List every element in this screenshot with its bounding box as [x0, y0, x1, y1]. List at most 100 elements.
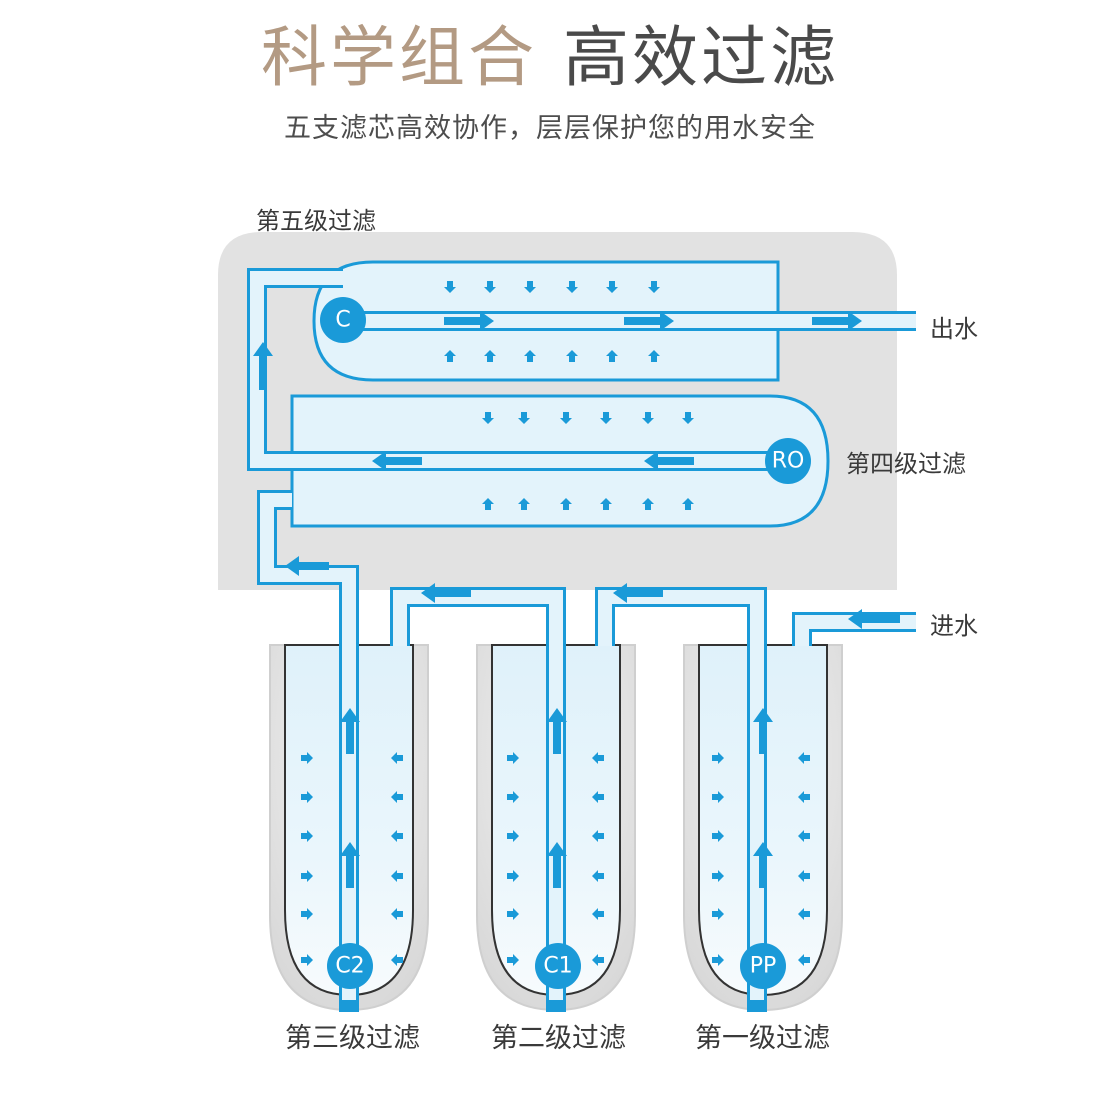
- flow-dot-arrow: [444, 350, 456, 362]
- flow-arrow: [812, 311, 862, 331]
- filter-badge-c2: C2: [327, 943, 373, 989]
- flow-dot-arrow: [507, 830, 519, 842]
- flow-dot-arrow: [798, 752, 810, 764]
- filter-badge-c1: C1: [535, 943, 581, 989]
- flow-dot-arrow: [507, 870, 519, 882]
- flow-dot-arrow: [682, 412, 694, 424]
- flow-dot-arrow: [560, 498, 572, 510]
- label-stage3: 第三级过滤: [285, 1023, 420, 1054]
- label-water-out: 出水: [930, 315, 978, 343]
- flow-dot-arrow: [712, 752, 724, 764]
- label-stage2: 第二级过滤: [491, 1023, 626, 1054]
- flow-arrow: [613, 583, 663, 603]
- flow-dot-arrow: [518, 498, 530, 510]
- flow-dot-arrow: [798, 791, 810, 803]
- flow-dot-arrow: [712, 791, 724, 803]
- flow-dot-arrow: [566, 281, 578, 293]
- flow-dot-arrow: [301, 908, 313, 920]
- flow-dot-arrow: [444, 281, 456, 293]
- flow-dot-arrow: [592, 752, 604, 764]
- flow-arrow: [285, 556, 329, 576]
- flow-dot-arrow: [712, 870, 724, 882]
- flow-arrow: [421, 583, 471, 603]
- filter-badge-c: C: [320, 297, 366, 343]
- flow-dot-arrow: [301, 870, 313, 882]
- flow-dot-arrow: [682, 498, 694, 510]
- flow-dot-arrow: [600, 412, 612, 424]
- flow-dot-arrow: [592, 870, 604, 882]
- filter-badge-c1-text: C1: [543, 954, 572, 979]
- flow-dot-arrow: [712, 908, 724, 920]
- flow-arrow: [848, 609, 900, 629]
- label-stage5: 第五级过滤: [256, 207, 376, 235]
- label-stage4: 第四级过滤: [846, 450, 966, 478]
- flow-dot-arrow: [798, 954, 810, 966]
- filter-badge-pp-text: PP: [750, 954, 777, 979]
- filter-badge-ro: RO: [765, 438, 811, 484]
- flow-dot-arrow: [524, 350, 536, 362]
- flow-dot-arrow: [606, 281, 618, 293]
- page-title: 科学组合高效过滤: [0, 18, 1100, 98]
- flow-dot-arrow: [592, 791, 604, 803]
- flow-dot-arrow: [648, 350, 660, 362]
- flow-dot-arrow: [798, 870, 810, 882]
- flow-dot-arrow: [301, 954, 313, 966]
- flow-arrow: [444, 311, 494, 331]
- flow-dot-arrow: [391, 870, 403, 882]
- filter-badge-ro-text: RO: [772, 449, 805, 474]
- flow-dot-arrow: [566, 350, 578, 362]
- flow-arrow: [547, 842, 567, 888]
- flow-dot-arrow: [592, 908, 604, 920]
- filter-badge-pp: PP: [740, 943, 786, 989]
- flow-dot-arrow: [798, 830, 810, 842]
- flow-dot-arrow: [592, 954, 604, 966]
- flow-dot-arrow: [712, 954, 724, 966]
- flow-big-arrows: [253, 311, 900, 888]
- flow-dot-arrow: [592, 830, 604, 842]
- page-subtitle: 五支滤芯高效协作，层层保护您的用水安全: [284, 113, 816, 144]
- flow-dot-arrow: [642, 498, 654, 510]
- flow-dot-arrows: [301, 281, 810, 966]
- flow-dot-arrow: [507, 908, 519, 920]
- label-stage1: 第一级过滤: [695, 1023, 830, 1054]
- flow-dot-arrow: [606, 350, 618, 362]
- flow-dot-arrow: [484, 350, 496, 362]
- flow-dot-arrow: [507, 752, 519, 764]
- flow-dot-arrow: [482, 412, 494, 424]
- flow-arrow: [340, 842, 360, 888]
- flow-dot-arrow: [301, 830, 313, 842]
- flow-dot-arrow: [507, 791, 519, 803]
- filter-badge-c-text: C: [335, 308, 350, 333]
- flow-dot-arrow: [391, 954, 403, 966]
- flow-arrow: [753, 708, 773, 754]
- flow-arrow: [624, 311, 674, 331]
- flow-arrow: [547, 708, 567, 754]
- flow-arrow: [372, 451, 422, 471]
- flow-dot-arrow: [482, 498, 494, 510]
- flow-arrow: [644, 451, 694, 471]
- flow-dot-arrow: [391, 908, 403, 920]
- title-part2: 高效过滤: [563, 19, 839, 96]
- flow-dot-arrow: [642, 412, 654, 424]
- title-part1: 科学组合: [261, 19, 537, 96]
- filter-badge-c2-text: C2: [335, 954, 364, 979]
- flow-dot-arrow: [301, 752, 313, 764]
- flow-dot-arrow: [507, 954, 519, 966]
- flow-dot-arrow: [560, 412, 572, 424]
- flow-arrow: [253, 342, 273, 390]
- flow-dot-arrow: [712, 830, 724, 842]
- flow-dot-arrow: [391, 830, 403, 842]
- flow-dot-arrow: [301, 791, 313, 803]
- flow-dot-arrow: [798, 908, 810, 920]
- flow-dot-arrow: [600, 498, 612, 510]
- flow-dot-arrow: [648, 281, 660, 293]
- flow-arrow: [753, 842, 773, 888]
- flow-dot-arrow: [391, 752, 403, 764]
- flow-dot-arrow: [484, 281, 496, 293]
- flow-dot-arrow: [518, 412, 530, 424]
- flow-dot-arrow: [524, 281, 536, 293]
- flow-arrow: [340, 708, 360, 754]
- label-water-in: 进水: [930, 612, 978, 640]
- flow-dot-arrow: [391, 791, 403, 803]
